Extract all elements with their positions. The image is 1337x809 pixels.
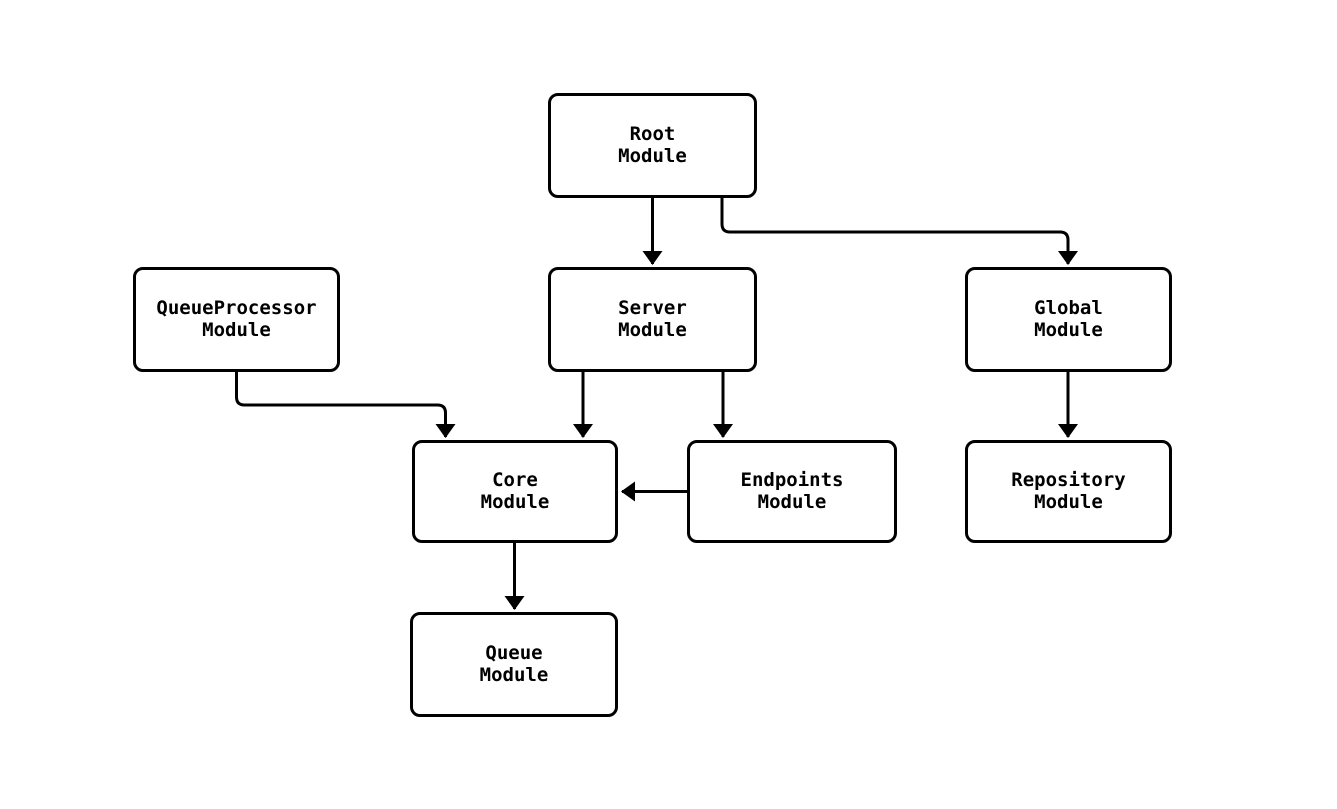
node-core-module-label: Core Module — [480, 469, 550, 513]
node-repository-module-label: Repository Module — [1011, 469, 1126, 513]
node-server-module: Server Module — [548, 267, 757, 372]
node-root-module: Root Module — [548, 93, 757, 198]
node-root-module-label: Root Module — [618, 123, 687, 167]
node-queue-module: Queue Module — [410, 612, 618, 717]
edge-root-to-global — [720, 198, 1078, 265]
node-endpoints-module: Endpoints Module — [687, 440, 897, 543]
node-core-module: Core Module — [412, 440, 618, 543]
node-server-module-label: Server Module — [618, 297, 687, 341]
node-queueprocessor-module-label: QueueProcessor Module — [156, 297, 317, 341]
node-queueprocessor-module: QueueProcessor Module — [133, 267, 340, 372]
edge-queueprocessor-to-core — [235, 372, 456, 438]
node-endpoints-module-label: Endpoints Module — [740, 469, 844, 513]
node-global-module: Global Module — [965, 267, 1172, 372]
node-queue-module-label: Queue Module — [479, 642, 549, 686]
node-repository-module: Repository Module — [965, 440, 1172, 543]
node-global-module-label: Global Module — [1034, 297, 1103, 341]
